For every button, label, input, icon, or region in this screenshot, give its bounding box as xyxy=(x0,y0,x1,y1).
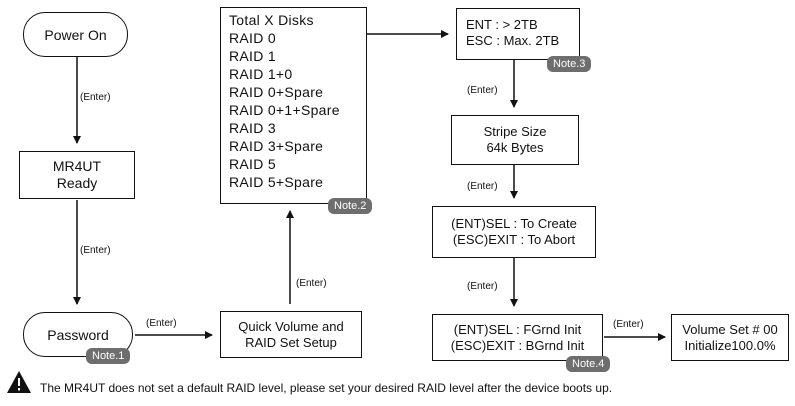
capacity-line1: ENT : > 2TB xyxy=(466,17,538,32)
init-mode-node: (ENT)SEL : FGrnd Init (ESC)EXIT : BGrnd … xyxy=(432,314,603,361)
enter-label-create: (Enter) xyxy=(467,281,498,292)
power-on-label: Power On xyxy=(44,26,107,43)
menu-item: RAID 3 xyxy=(229,120,276,136)
menu-item: RAID 1+0 xyxy=(229,66,293,82)
menu-item: RAID 0+Spare xyxy=(229,84,324,100)
capacity-option-node: ENT : > 2TB ESC : Max. 2TB xyxy=(456,8,580,60)
note-3-badge: Note.3 xyxy=(547,56,592,72)
enter-label-power: (Enter) xyxy=(80,92,111,103)
init-line2: (ESC)EXIT : BGrnd Init xyxy=(450,337,585,353)
volume-line2: Initialize100.0% xyxy=(684,337,776,353)
note-1-badge: Note.1 xyxy=(86,348,131,364)
enter-label-init: (Enter) xyxy=(613,319,644,330)
warning-text: The MR4UT does not set a default RAID le… xyxy=(40,381,613,395)
raid-level-menu: Total X Disks RAID 0 RAID 1 RAID 1+0 RAI… xyxy=(220,7,367,204)
quick-setup-node: Quick Volume and RAID Set Setup xyxy=(220,311,362,358)
menu-item: Total X Disks xyxy=(229,12,314,28)
mr4ut-line1: MR4UT xyxy=(52,158,102,174)
enter-label-quick: (Enter) xyxy=(296,278,327,289)
volume-set-node: Volume Set # 00 Initialize100.0% xyxy=(671,314,789,361)
create-line2: (ESC)EXIT : To Abort xyxy=(452,232,576,247)
stripe-line2: 64k Bytes xyxy=(486,140,544,155)
stripe-line1: Stripe Size xyxy=(483,124,547,139)
mr4ut-ready-node: MR4UT Ready xyxy=(19,151,135,199)
create-confirm-node: (ENT)SEL : To Create (ESC)EXIT : To Abor… xyxy=(432,206,596,258)
capacity-line2: ESC : Max. 2TB xyxy=(466,33,560,48)
stripe-size-node: Stripe Size 64k Bytes xyxy=(451,115,579,165)
note-4-badge: Note.4 xyxy=(566,356,611,372)
enter-label-stripe: (Enter) xyxy=(467,181,498,192)
menu-item: RAID 0 xyxy=(229,30,276,46)
enter-label-password: (Enter) xyxy=(146,318,177,329)
mr4ut-line2: Ready xyxy=(56,175,98,191)
note-2-badge: Note.2 xyxy=(328,198,373,214)
menu-item: RAID 0+1+Spare xyxy=(229,102,340,118)
quick-line1: Quick Volume and xyxy=(238,318,344,334)
password-label: Password xyxy=(47,326,109,343)
menu-item: RAID 1 xyxy=(229,48,276,64)
menu-item: RAID 5+Spare xyxy=(229,174,324,190)
enter-label-ready: (Enter) xyxy=(80,245,111,256)
menu-item: RAID 5 xyxy=(229,156,276,172)
power-on-node: Power On xyxy=(23,12,128,57)
volume-line1: Volume Set # 00 xyxy=(682,321,778,337)
enter-label-capacity: (Enter) xyxy=(467,85,498,96)
create-line1: (ENT)SEL : To Create xyxy=(451,216,577,231)
quick-line2: RAID Set Setup xyxy=(245,334,337,350)
menu-item: RAID 3+Spare xyxy=(229,138,324,154)
init-line1: (ENT)SEL : FGrnd Init xyxy=(453,321,582,337)
